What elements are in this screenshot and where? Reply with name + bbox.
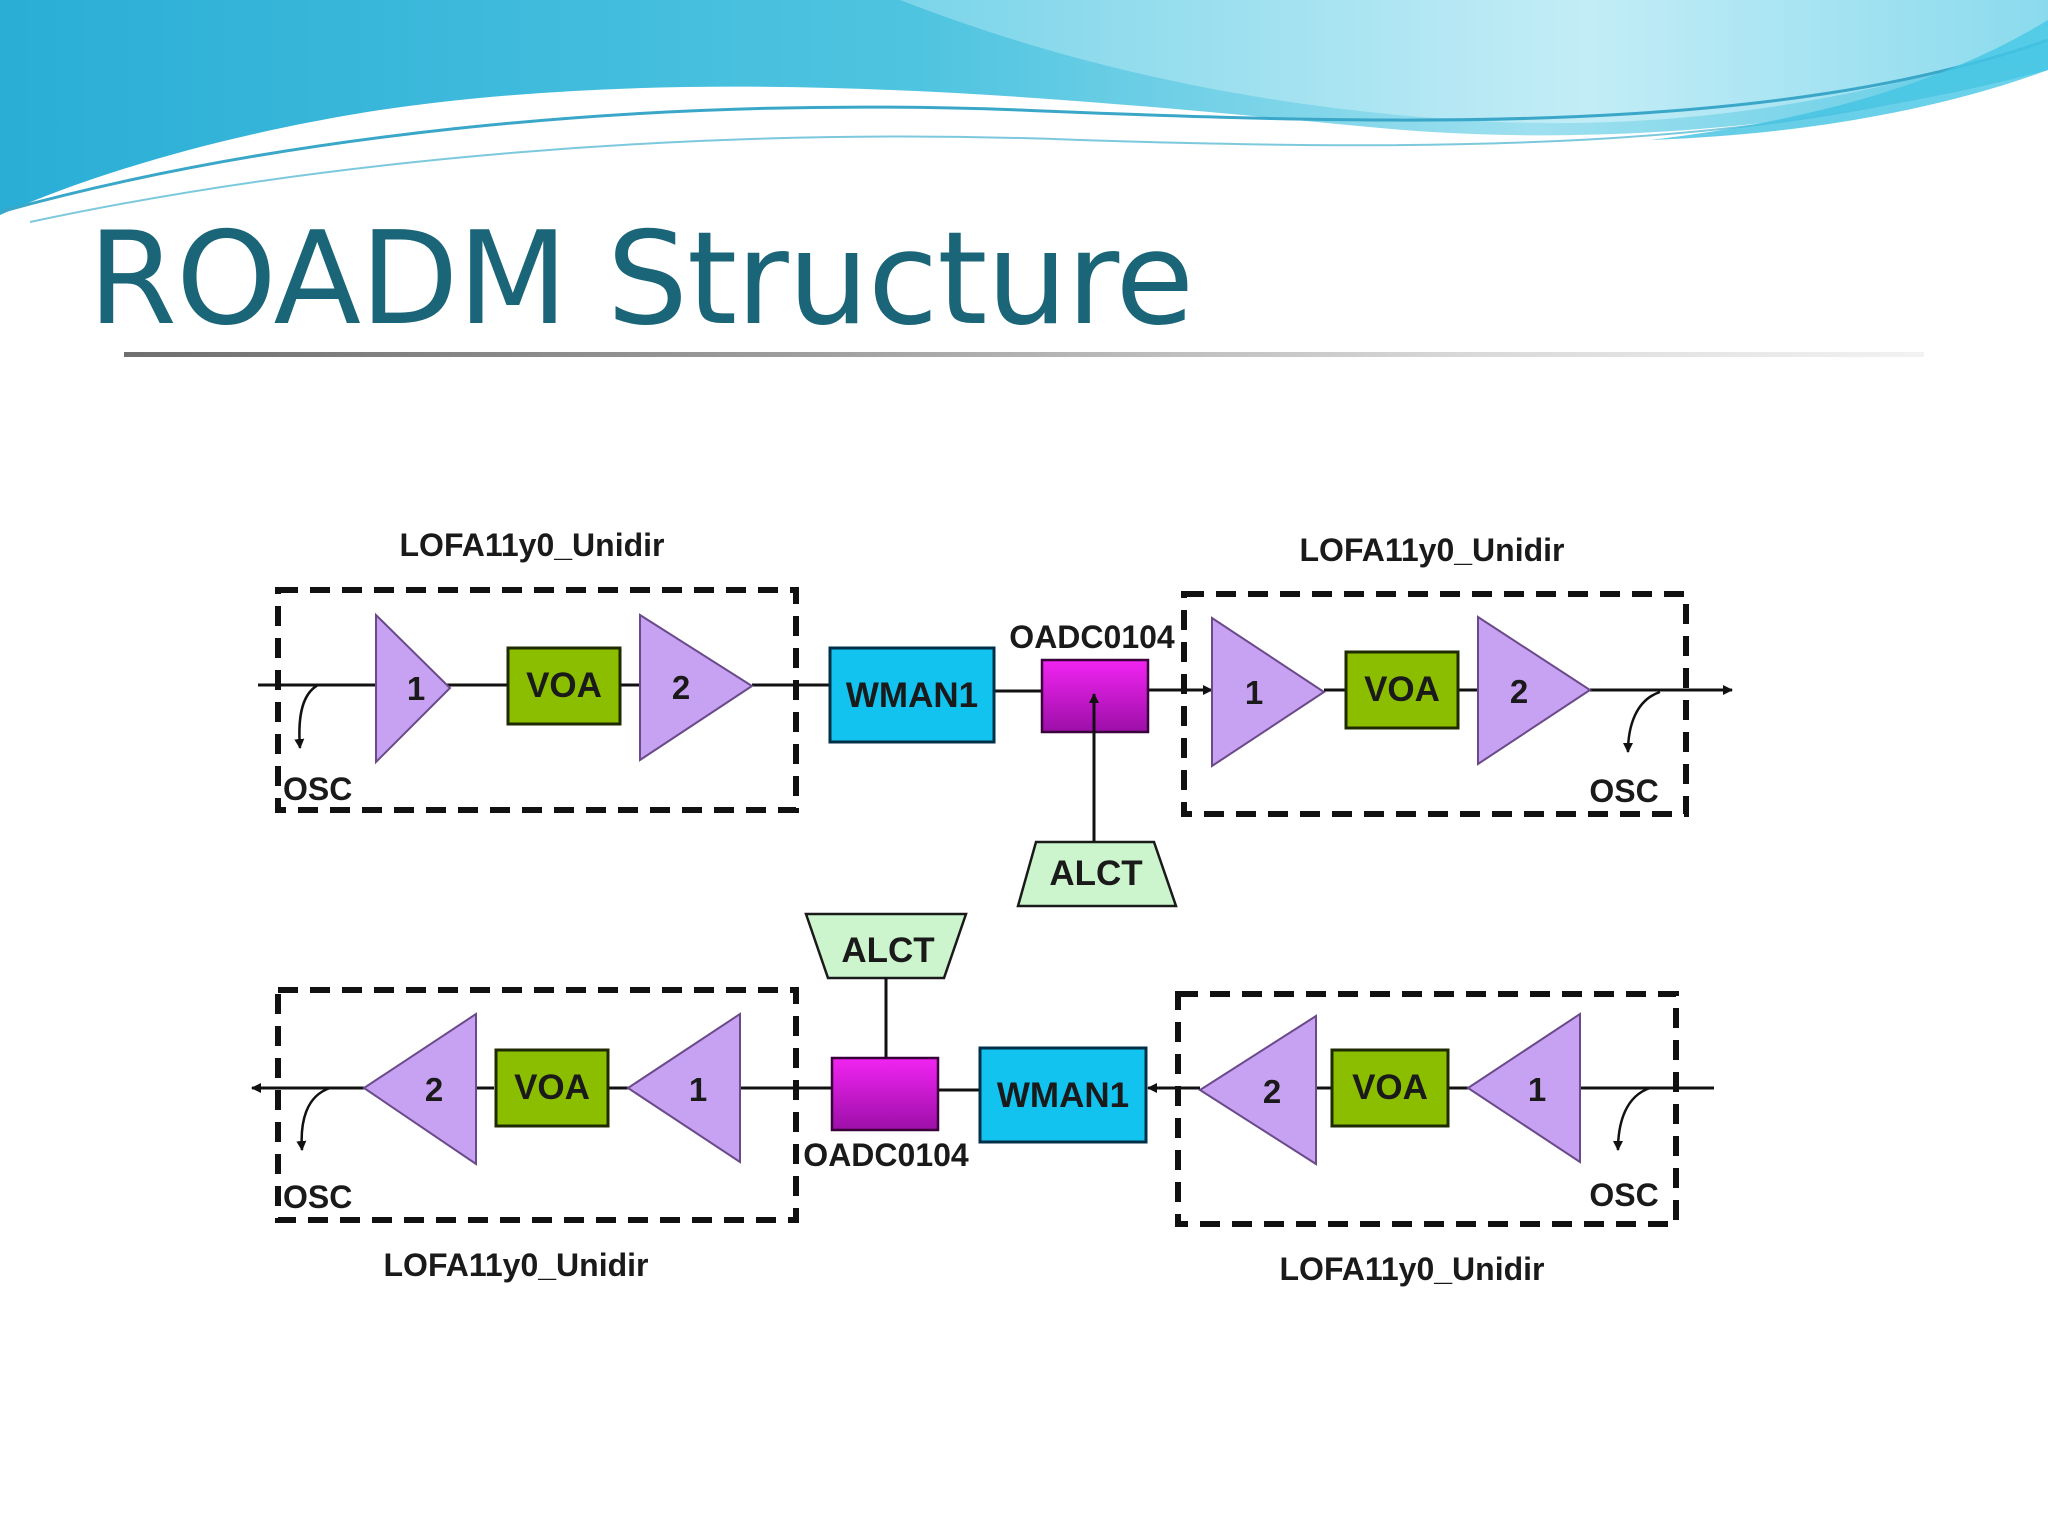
top-right-module: LOFA11y0_Unidir 1 VOA 2 OSC (1181, 532, 1689, 817)
top-left-module: LOFA11y0_Unidir 1 VOA 2 OSC (275, 527, 799, 813)
module-boundary (275, 587, 799, 813)
voa-block (1344, 650, 1460, 730)
bottom-left-module: LOFA11y0_Unidir 2 VOA 1 OSC (275, 987, 799, 1283)
module-label: LOFA11y0_Unidir (1280, 1251, 1545, 1287)
amplifier-2-label: 2 (425, 1071, 443, 1108)
module-label: LOFA11y0_Unidir (384, 1247, 649, 1283)
oadc-label: OADC0104 (803, 1137, 969, 1173)
amplifier-2 (1477, 615, 1592, 766)
alct-block (804, 912, 968, 980)
oadc-block (830, 1056, 940, 1132)
osc-label: OSC (1589, 773, 1658, 809)
wman-label: WMAN1 (997, 1076, 1129, 1115)
bottom-row: LOFA11y0_Unidir 2 VOA 1 OSC ALCT OADC010… (251, 912, 1714, 1287)
alct-block (1016, 840, 1178, 908)
amplifier-2 (362, 1012, 477, 1166)
wave-header (0, 0, 2048, 223)
amplifier-1-label: 1 (689, 1071, 707, 1108)
wave-line-upper (0, 38, 2048, 214)
module-boundary (1175, 991, 1679, 1227)
amplifier-2-label: 2 (672, 669, 690, 706)
voa-block (494, 1048, 610, 1128)
amplifier-1 (375, 612, 452, 765)
osc-label: OSC (283, 1179, 352, 1215)
voa-label: VOA (1352, 1068, 1428, 1107)
osc-label: OSC (283, 771, 352, 807)
amplifier-2-label: 2 (1263, 1073, 1281, 1110)
amplifier-1 (626, 1012, 741, 1164)
amplifier-2 (639, 613, 754, 762)
wman-label: WMAN1 (846, 676, 978, 715)
voa-block (1330, 1048, 1450, 1128)
osc-tap-arrow (296, 1086, 331, 1151)
amplifier-1-label: 1 (1528, 1071, 1546, 1108)
slide-title: ROADM Structure (88, 205, 1194, 354)
wave-accent-right (1650, 20, 2048, 140)
amplifier-1 (1466, 1012, 1581, 1164)
wave-band-light (900, 0, 2048, 124)
oadc-label: OADC0104 (1009, 619, 1175, 655)
osc-tap-arrow (1613, 1086, 1651, 1151)
wman-block (978, 1046, 1148, 1144)
module-label: LOFA11y0_Unidir (400, 527, 665, 563)
osc-tap-arrow (294, 683, 319, 749)
module-label: LOFA11y0_Unidir (1300, 532, 1565, 568)
amplifier-1 (1211, 616, 1326, 768)
alct-label: ALCT (841, 931, 934, 970)
wman-block (828, 646, 996, 744)
top-row: LOFA11y0_Unidir 1 VOA 2 OSC WMAN1 OADC01… (258, 527, 1733, 908)
amplifier-1-label: 1 (407, 670, 425, 707)
alct-label: ALCT (1049, 854, 1142, 893)
voa-label: VOA (1364, 670, 1440, 709)
voa-label: VOA (526, 666, 602, 705)
amplifier-1-label: 1 (1245, 674, 1263, 711)
module-boundary (275, 987, 799, 1223)
voa-label: VOA (514, 1068, 590, 1107)
amplifier-2 (1198, 1014, 1317, 1166)
module-boundary (1181, 591, 1689, 817)
amplifier-2-label: 2 (1510, 673, 1528, 710)
title-rule (124, 352, 1924, 357)
osc-label: OSC (1589, 1177, 1658, 1213)
bottom-right-module: LOFA11y0_Unidir 2 VOA 1 OSC (1175, 991, 1679, 1287)
osc-tap-arrow (1623, 690, 1661, 753)
voa-block (506, 646, 622, 726)
